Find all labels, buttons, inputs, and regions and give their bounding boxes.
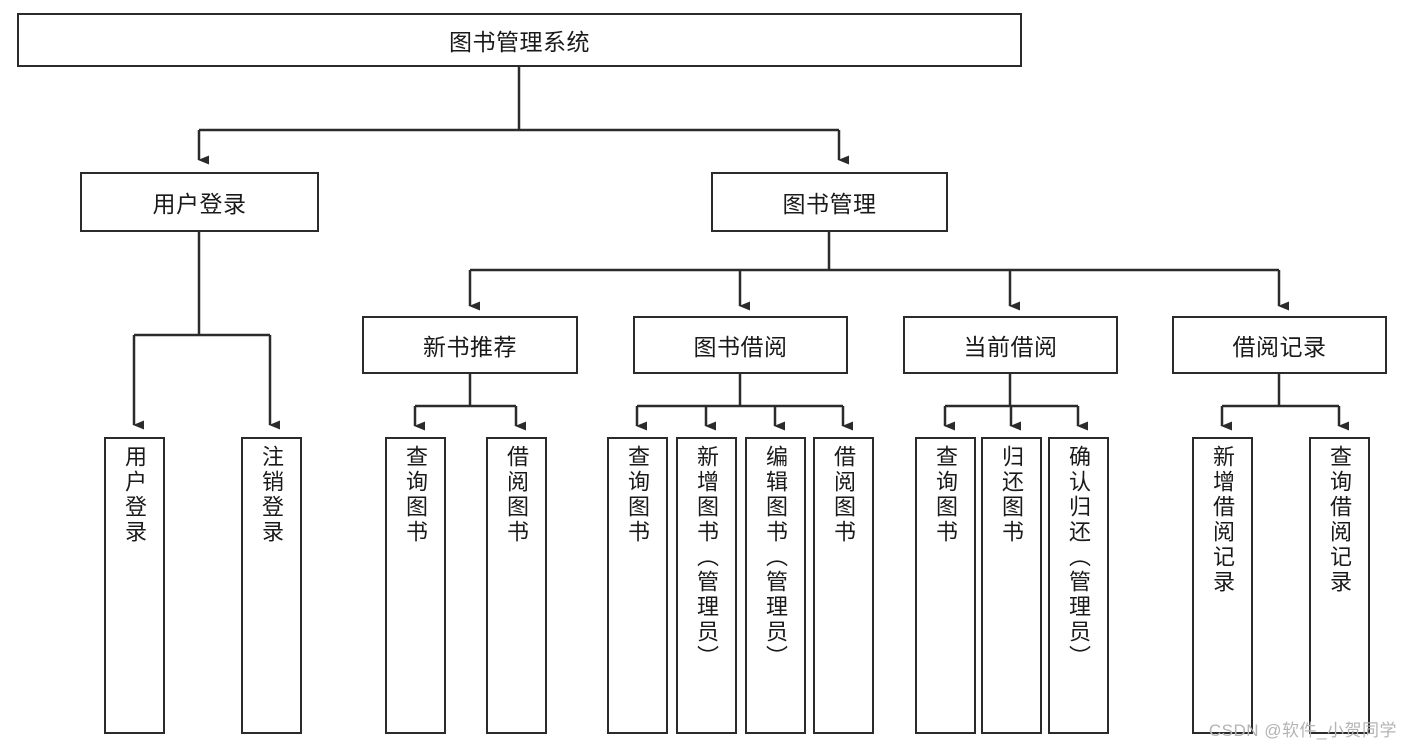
node-leaf-query-book-3[interactable]: 查询图书 xyxy=(915,437,976,734)
node-leaf-logout-login[interactable]: 注销登录 xyxy=(241,437,302,734)
node-leaf-borrow-book-2[interactable]: 借阅图书 xyxy=(813,437,874,734)
node-leaf-query-book-2-label: 查询图书 xyxy=(625,445,651,545)
node-leaf-edit-book[interactable]: 编辑图书（管理员） xyxy=(745,437,806,734)
node-book-manage-label: 图书管理 xyxy=(782,191,877,217)
node-leaf-query-record[interactable]: 查询借阅记录 xyxy=(1309,437,1370,734)
node-leaf-logout-login-label: 注销登录 xyxy=(259,445,285,545)
node-leaf-query-record-label: 查询借阅记录 xyxy=(1327,445,1353,595)
node-new-book-recommend-label: 新书推荐 xyxy=(423,334,517,360)
node-leaf-add-book[interactable]: 新增图书（管理员） xyxy=(676,437,737,734)
node-leaf-user-login-label: 用户登录 xyxy=(122,445,148,545)
node-leaf-query-book-1-label: 查询图书 xyxy=(403,445,429,545)
node-current-borrow-label: 当前借阅 xyxy=(963,334,1058,360)
node-leaf-return-book-label: 归还图书 xyxy=(999,445,1025,545)
node-leaf-confirm-return-label: 确认归还（管理员） xyxy=(1066,445,1092,670)
node-leaf-query-book-2[interactable]: 查询图书 xyxy=(607,437,668,734)
node-new-book-recommend[interactable]: 新书推荐 xyxy=(362,316,578,374)
node-book-borrow[interactable]: 图书借阅 xyxy=(633,316,848,374)
node-leaf-return-book[interactable]: 归还图书 xyxy=(981,437,1042,734)
node-borrow-record[interactable]: 借阅记录 xyxy=(1172,316,1387,374)
node-leaf-query-book-3-label: 查询图书 xyxy=(933,445,959,545)
node-leaf-borrow-book-2-label: 借阅图书 xyxy=(831,445,857,545)
node-leaf-borrow-book-1[interactable]: 借阅图书 xyxy=(486,437,547,734)
node-root[interactable]: 图书管理系统 xyxy=(17,13,1022,67)
watermark: CSDN @软件_小贺同学 xyxy=(1208,721,1397,740)
node-leaf-user-login[interactable]: 用户登录 xyxy=(104,437,165,734)
node-book-borrow-label: 图书借阅 xyxy=(693,334,788,360)
node-leaf-add-record[interactable]: 新增借阅记录 xyxy=(1192,437,1253,734)
node-borrow-record-label: 借阅记录 xyxy=(1232,334,1327,360)
node-leaf-edit-book-label: 编辑图书（管理员） xyxy=(763,445,789,670)
node-leaf-query-book-1[interactable]: 查询图书 xyxy=(385,437,446,734)
node-leaf-add-record-label: 新增借阅记录 xyxy=(1210,445,1236,595)
node-root-label: 图书管理系统 xyxy=(449,29,590,55)
node-current-borrow[interactable]: 当前借阅 xyxy=(903,316,1118,374)
node-leaf-add-book-label: 新增图书（管理员） xyxy=(694,445,720,670)
node-leaf-borrow-book-1-label: 借阅图书 xyxy=(504,445,530,545)
node-book-manage[interactable]: 图书管理 xyxy=(711,172,948,232)
node-user-login[interactable]: 用户登录 xyxy=(80,172,319,232)
node-leaf-confirm-return[interactable]: 确认归还（管理员） xyxy=(1048,437,1109,734)
node-user-login-label: 用户登录 xyxy=(152,191,247,217)
